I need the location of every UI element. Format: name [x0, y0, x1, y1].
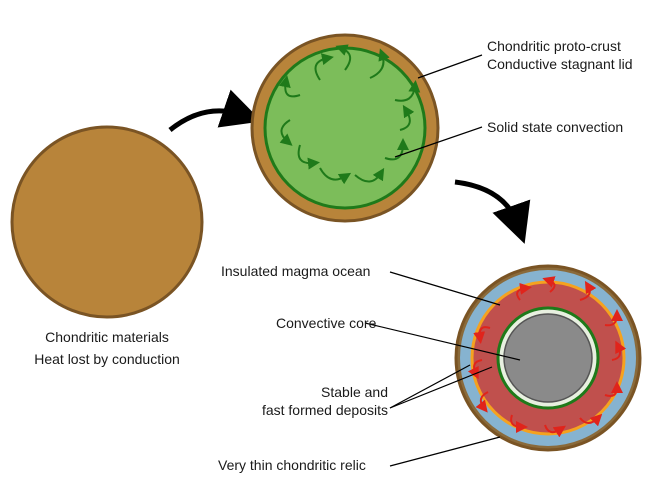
differentiated-sphere — [454, 264, 642, 452]
magma-convection-arrows — [467, 276, 627, 438]
leader-lines — [364, 54, 521, 467]
convective-core-label: Convective core — [276, 315, 377, 331]
transition-arrow-1 — [168, 89, 262, 132]
chondritic-relic-label: Very thin chondritic relic — [218, 457, 366, 473]
chondritic-sphere — [10, 125, 204, 319]
proto-crust-line1: Chondritic proto-crust — [487, 38, 621, 54]
transition-arrow-2 — [454, 179, 531, 244]
solid-state-convection-label: Solid state convection — [487, 119, 624, 135]
deposits-line1: Stable and — [321, 384, 388, 400]
magma-ocean-label: Insulated magma ocean — [221, 263, 371, 279]
proto-crust-label: Chondritic proto-crust Conductive stagna… — [487, 38, 633, 73]
proto-crust-line2: Conductive stagnant lid — [487, 56, 633, 72]
convection-cells — [278, 44, 421, 185]
stage1-label-line2: Heat lost by conduction — [34, 351, 180, 367]
deposits-label: Stable and fast formed deposits — [230, 384, 388, 419]
stage1-label: Chondritic materials Heat lost by conduc… — [0, 329, 214, 368]
convecting-sphere — [250, 33, 440, 223]
deposits-line2: fast formed deposits — [261, 402, 388, 418]
stage1-label-line1: Chondritic materials — [45, 329, 169, 345]
